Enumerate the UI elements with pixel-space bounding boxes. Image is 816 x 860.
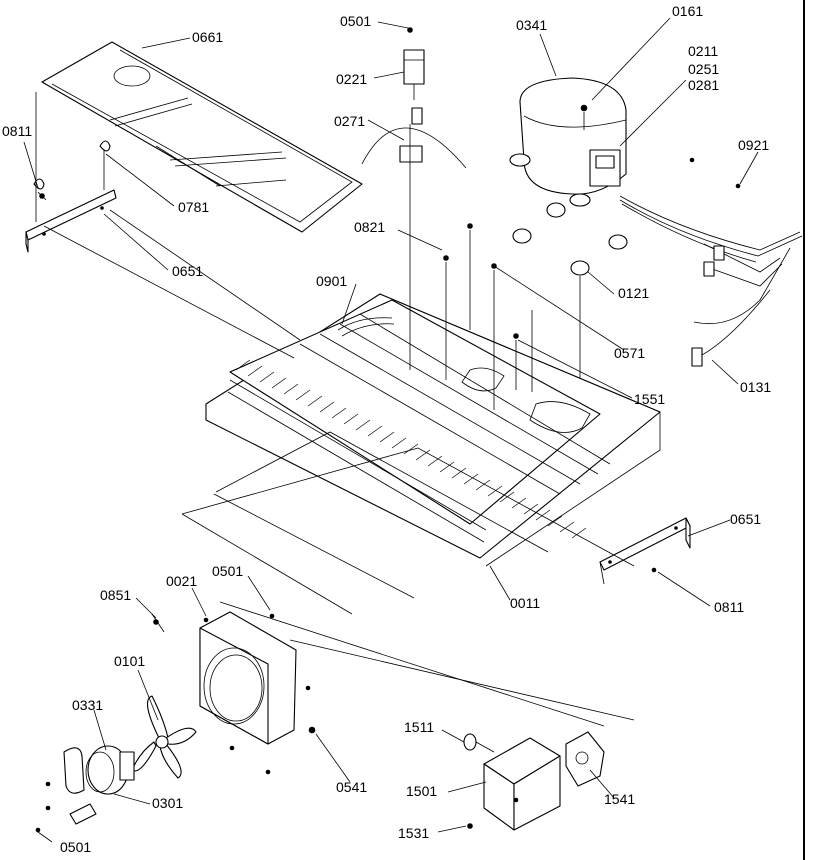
callout-1501: 1501	[406, 783, 437, 799]
top-cover-panel	[41, 41, 363, 233]
callout-0651-right: 0651	[730, 511, 761, 527]
callout-0281: 0281	[688, 77, 719, 93]
callout-0271: 0271	[334, 113, 365, 129]
switch-1541	[565, 731, 605, 787]
assembly-lines	[43, 209, 635, 727]
callout-0541: 0541	[336, 779, 367, 795]
callout-0131: 0131	[740, 379, 771, 395]
callout-0851: 0851	[100, 587, 131, 603]
clip-0901	[337, 317, 395, 337]
callout-1541: 1541	[604, 791, 635, 807]
callout-0501-mid: 0501	[212, 563, 243, 579]
condenser-coil	[227, 313, 611, 543]
compressor-0341	[509, 77, 627, 207]
harness-0131	[619, 157, 803, 367]
callout-0011: 0011	[510, 595, 540, 611]
screw-0851	[151, 613, 165, 633]
callout-0821: 0821	[354, 219, 385, 235]
callout-0811-left: 0811	[2, 123, 32, 139]
callout-labels: 0501 0221 0271 0341 0161 0211 0251 0281 …	[2, 3, 771, 855]
leader-lines	[23, 17, 759, 843]
callout-0221: 0221	[336, 71, 367, 87]
callout-0161: 0161	[672, 3, 703, 19]
plate-hardware	[409, 124, 533, 410]
bracket-0651-right	[599, 517, 691, 585]
callout-0211: 0211	[688, 43, 718, 59]
callout-0341: 0341	[516, 17, 547, 33]
capacitor-0271	[361, 107, 467, 169]
callout-0501-bottom: 0501	[60, 839, 91, 855]
callout-0661: 0661	[192, 29, 223, 45]
callout-1531: 1531	[398, 825, 429, 841]
relay-0221	[403, 27, 425, 100]
callout-0301: 0301	[152, 795, 183, 811]
callout-0251: 0251	[688, 61, 719, 77]
screw-0811-left	[37, 191, 47, 201]
plug-1511	[463, 733, 495, 753]
callout-0501-top: 0501	[340, 13, 371, 29]
callout-1511: 1511	[404, 719, 434, 735]
callout-0901: 0901	[316, 273, 347, 289]
callout-0571: 0571	[614, 345, 645, 361]
callout-0781: 0781	[178, 199, 209, 215]
fan-blade-0101	[131, 695, 197, 779]
clip-0781	[33, 140, 111, 190]
callout-0121: 0121	[618, 285, 649, 301]
callout-0921: 0921	[738, 137, 769, 153]
fan-motor-0331	[35, 745, 135, 833]
fan-shroud-0021	[199, 611, 316, 775]
callout-0811-right: 0811	[714, 599, 744, 615]
callout-0021: 0021	[166, 573, 197, 589]
callout-1551: 1551	[634, 391, 665, 407]
callout-0331: 0331	[72, 697, 103, 713]
bracket-0651-left	[25, 92, 117, 253]
bracket-1501	[467, 737, 561, 831]
callout-0651-left: 0651	[172, 263, 203, 279]
callout-0101: 0101	[114, 653, 145, 669]
